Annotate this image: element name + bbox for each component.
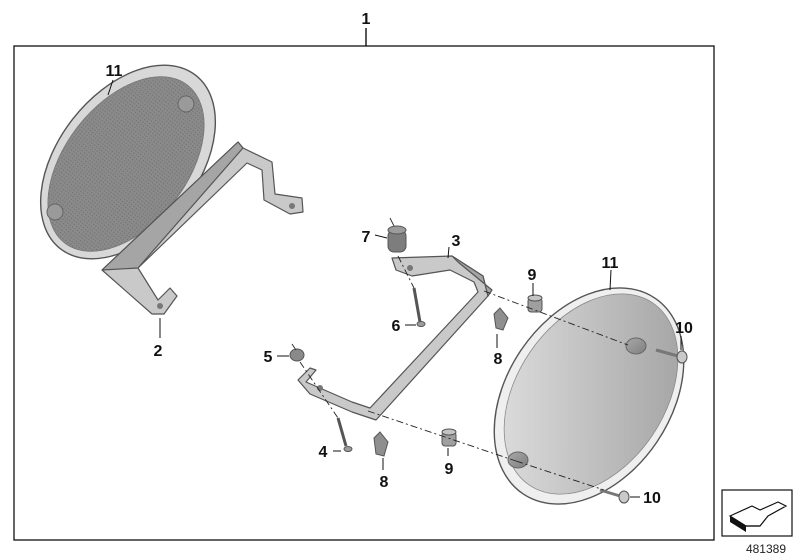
bolt-upper bbox=[412, 287, 426, 327]
callout-2: 2 bbox=[154, 343, 163, 360]
arrow-symbol-icon bbox=[721, 489, 793, 537]
callout-9-lower: 9 bbox=[445, 461, 454, 478]
clip-nut-lower bbox=[373, 431, 389, 457]
rubber-mount-lower bbox=[289, 343, 305, 362]
callout-11-right: 11 bbox=[602, 255, 619, 272]
spacer-lower bbox=[441, 428, 457, 447]
callout-4: 4 bbox=[319, 444, 328, 461]
callout-10-lower: 10 bbox=[643, 490, 661, 507]
callout-3: 3 bbox=[452, 233, 461, 250]
rubber-mount bbox=[387, 217, 407, 253]
screw-upper bbox=[655, 348, 688, 364]
callout-5: 5 bbox=[264, 349, 273, 366]
clip-nut-upper bbox=[493, 307, 509, 331]
callout-1: 1 bbox=[362, 11, 371, 28]
spacer-upper bbox=[527, 294, 543, 313]
callout-7: 7 bbox=[362, 229, 371, 246]
callout-11-left: 11 bbox=[106, 63, 123, 80]
callout-6: 6 bbox=[392, 318, 401, 335]
screw-lower bbox=[599, 488, 630, 504]
bolt-lower bbox=[336, 417, 353, 452]
cover-plate-right bbox=[493, 287, 685, 505]
document-number: 481389 bbox=[746, 542, 786, 556]
callout-labels: 1 11 2 3 7 6 5 4 8 8 9 9 10 10 11 bbox=[106, 11, 693, 507]
callout-9-upper: 9 bbox=[528, 267, 537, 284]
leader-lines bbox=[107, 79, 682, 498]
assembly-axis-lines bbox=[299, 255, 629, 491]
bracket-small bbox=[297, 255, 493, 421]
callout-8-lower: 8 bbox=[380, 474, 389, 491]
hardware-parts bbox=[289, 217, 688, 504]
assembly-frame bbox=[13, 28, 715, 541]
callout-8-upper: 8 bbox=[494, 351, 503, 368]
bracket-large bbox=[101, 141, 304, 315]
callout-10-upper: 10 bbox=[675, 320, 693, 337]
